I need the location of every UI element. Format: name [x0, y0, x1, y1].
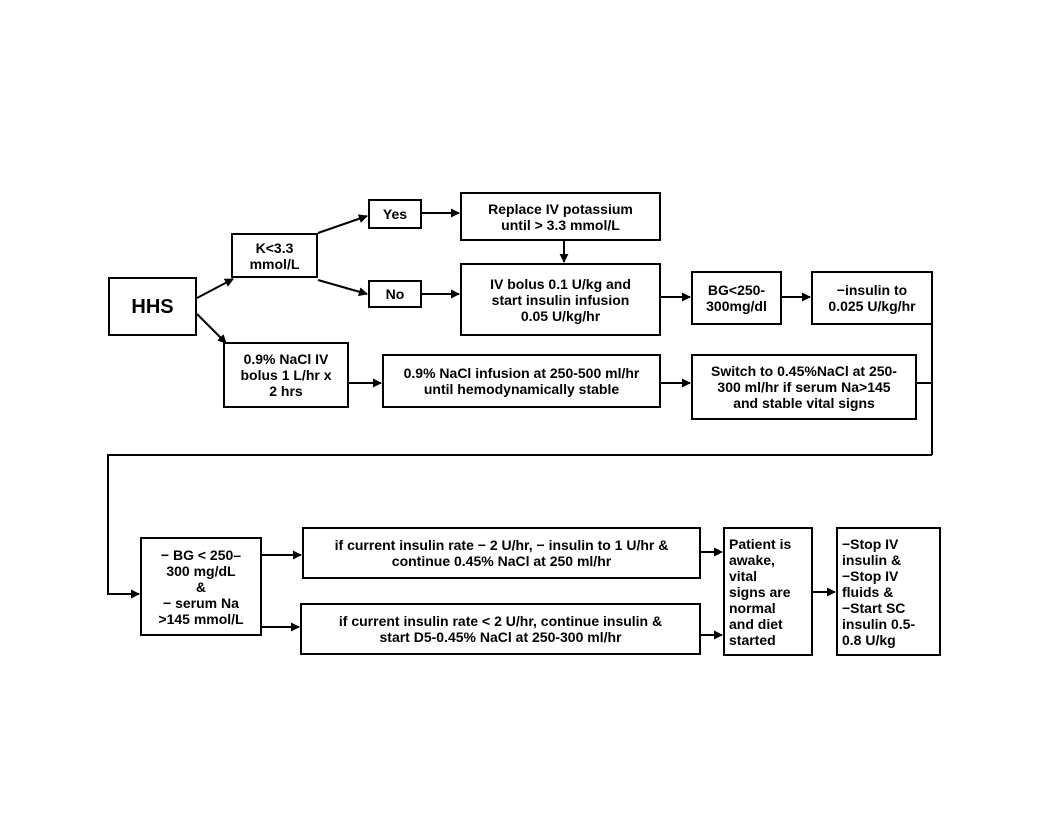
arrow-hhs-to-nacl-bolus: [196, 313, 227, 344]
node-nacl-bolus: 0.9% NaCl IV bolus 1 L/hr x 2 hrs: [223, 342, 349, 408]
node-nacl-infusion: 0.9% NaCl infusion at 250-500 ml/hr unti…: [382, 354, 661, 408]
node-iv-bolus-insulin: IV bolus 0.1 U/kg and start insulin infu…: [460, 263, 661, 336]
arrow-k-check-to-no: [317, 279, 368, 297]
node-patient-status: Patient is awake, vital signs are normal…: [723, 527, 813, 656]
node-decrease-insulin: −insulin to 0.025 U/kg/hr: [811, 271, 933, 325]
node-yes: Yes: [368, 199, 422, 229]
arrow-k-check-to-yes: [317, 214, 368, 234]
node-insulin-high: if current insulin rate − 2 U/hr, − insu…: [302, 527, 701, 579]
node-replace-k: Replace IV potassium until > 3.3 mmol/L: [460, 192, 661, 241]
node-switch-nacl: Switch to 0.45%NaCl at 250- 300 ml/hr if…: [691, 354, 917, 420]
node-k-check: K<3.3 mmol/L: [231, 233, 318, 278]
node-bg-na-check: − BG < 250– 300 mg/dL & − serum Na >145 …: [140, 537, 262, 636]
node-bg-check: BG<250- 300mg/dl: [691, 271, 782, 325]
node-hhs: HHS: [108, 277, 197, 336]
node-insulin-low: if current insulin rate < 2 U/hr, contin…: [300, 603, 701, 655]
node-final-steps: −Stop IV insulin & −Stop IV fluids & −St…: [836, 527, 941, 656]
arrow-loop-to-bg-na-check: [107, 454, 932, 599]
arrow-hhs-to-k-check: [196, 278, 234, 299]
node-no: No: [368, 280, 422, 308]
